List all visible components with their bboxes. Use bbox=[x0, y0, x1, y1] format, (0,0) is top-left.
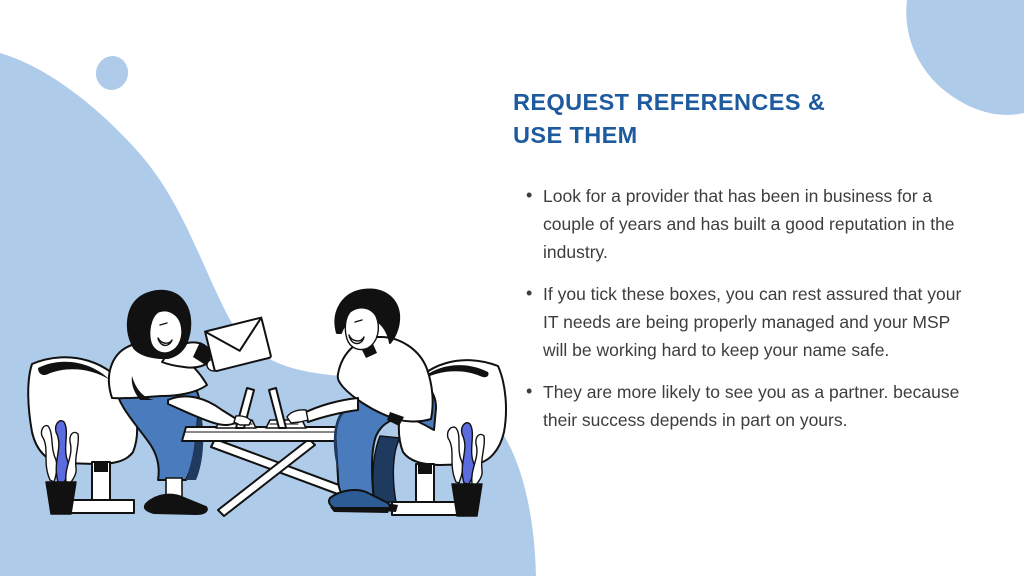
background-blob-dot bbox=[95, 56, 129, 90]
man-upper-body bbox=[286, 288, 434, 426]
man-face bbox=[344, 307, 380, 351]
bullet-item-1: Look for a provider that has been in bus… bbox=[513, 181, 969, 266]
potted-plant-right bbox=[446, 422, 486, 517]
bullet-item-3: They are more likely to see you as a par… bbox=[513, 377, 969, 434]
slide-content: REQUEST REFERENCES & USE THEM Look for a… bbox=[513, 86, 969, 448]
slide-title-line2: USE THEM bbox=[513, 122, 638, 148]
bullet-list: Look for a provider that has been in bus… bbox=[513, 181, 969, 434]
background-blob-top-right bbox=[906, 0, 1024, 115]
woman-face bbox=[149, 310, 183, 354]
potted-plant-left bbox=[40, 420, 80, 515]
slide-title: REQUEST REFERENCES & USE THEM bbox=[513, 86, 969, 152]
meeting-illustration bbox=[27, 288, 507, 517]
slide-title-line1: REQUEST REFERENCES & bbox=[513, 89, 826, 115]
envelope-icon bbox=[204, 316, 272, 372]
bullet-item-2: If you tick these boxes, you can rest as… bbox=[513, 279, 969, 364]
woman-upper-body bbox=[107, 289, 252, 426]
